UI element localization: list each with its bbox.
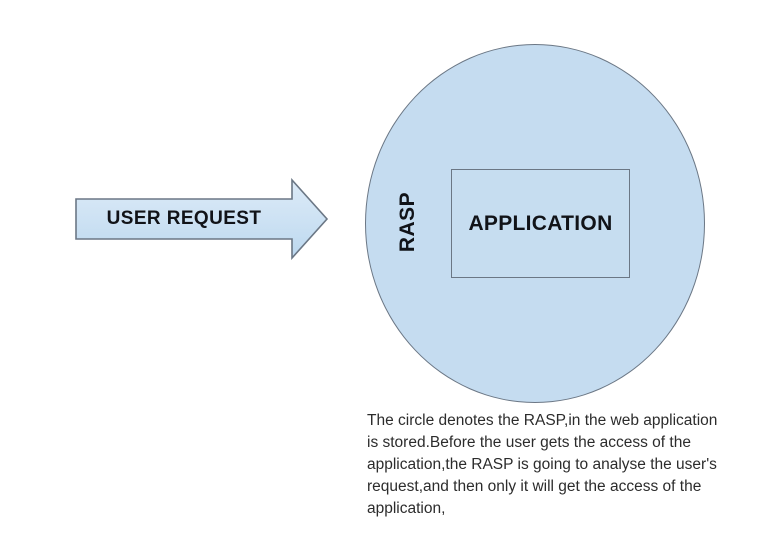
caption-line-3: application,the RASP is going to analyse… — [367, 456, 717, 473]
user-request-arrow — [74, 178, 330, 260]
caption-line-5: application, — [367, 500, 446, 517]
rasp-label: RASP — [396, 191, 419, 253]
caption-text: The circle denotes the RASP,in the web a… — [367, 410, 727, 520]
caption-line-4: request,and then only it will get the ac… — [367, 478, 702, 495]
application-box: APPLICATION — [451, 169, 630, 278]
right-arrow-icon — [75, 178, 329, 260]
application-label: APPLICATION — [468, 211, 613, 235]
caption-line-2: is stored.Before the user gets the acces… — [367, 434, 691, 451]
caption-line-1: The circle denotes the RASP,in the web a… — [367, 412, 718, 429]
